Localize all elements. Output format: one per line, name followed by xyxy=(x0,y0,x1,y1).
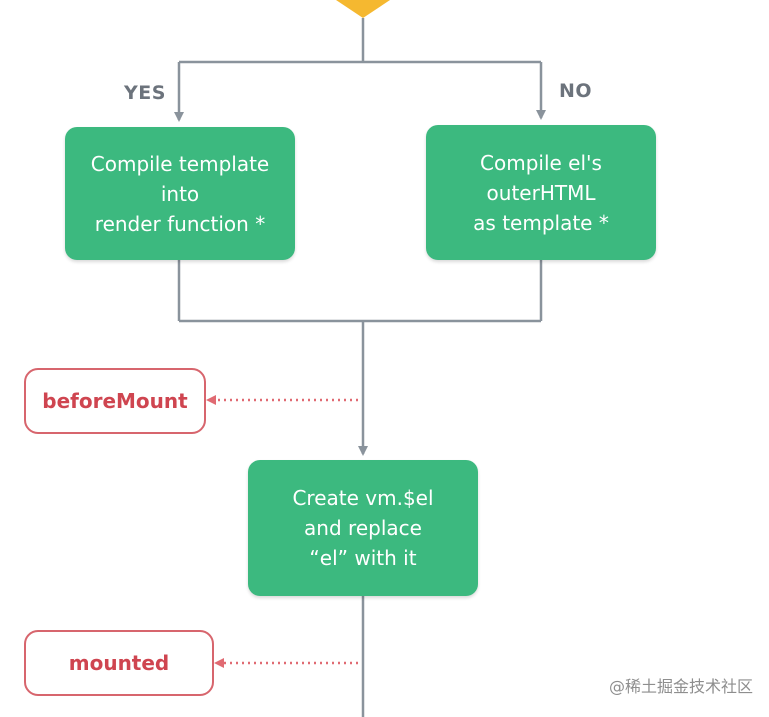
mounted-hook-arrow xyxy=(214,658,224,668)
create-vm-el-node: Create vm.$el and replace “el” with it xyxy=(248,460,478,596)
no-label: NO xyxy=(559,80,593,102)
decision-diamond xyxy=(336,0,390,18)
watermark: @稀土掘金技术社区 xyxy=(608,673,753,697)
yes-label: YES xyxy=(124,82,166,104)
before-mount-hook-arrow xyxy=(206,395,216,405)
before-mount-hook: beforeMount xyxy=(24,368,206,434)
compile-template-node: Compile template into render function * xyxy=(65,127,295,260)
compile-outerhtml-node: Compile el's outerHTML as template * xyxy=(426,125,656,260)
mounted-hook: mounted xyxy=(24,630,214,696)
